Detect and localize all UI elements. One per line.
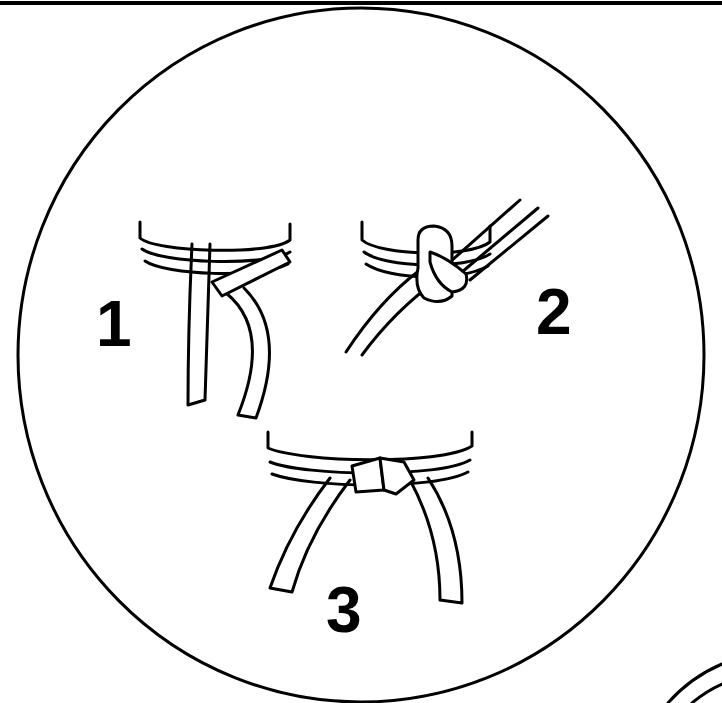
top-rule	[0, 1, 722, 5]
next-frame-arc	[668, 664, 722, 703]
frame-circle	[18, 8, 704, 702]
callout-number: 1	[96, 292, 132, 356]
belt-step-3	[268, 432, 472, 603]
next-frame-arc	[692, 684, 722, 703]
callout-number: 3	[326, 578, 362, 642]
belt-step-2	[346, 200, 548, 355]
belt-step-1	[140, 222, 290, 418]
callout-number: 2	[536, 280, 572, 344]
